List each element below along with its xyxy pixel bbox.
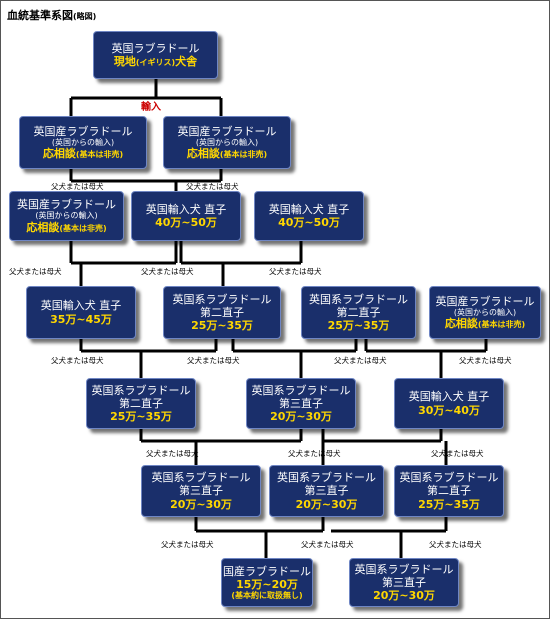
node-origin-kennel: 英国ラブラドール 現地(イギリス)犬舎	[93, 31, 218, 79]
node-gen3-a: 英国系ラブラドール 第三直子 20万~30万	[246, 378, 356, 429]
node-gen2-b-price: 25万~35万	[327, 319, 390, 333]
node-uk-bred-1-sub: (英国からの輸入)	[51, 137, 115, 147]
node-origin-line2: 現地(イギリス)犬舎	[114, 55, 197, 68]
edge-label: 父犬または母犬	[186, 182, 239, 191]
node-uk-bred-4-sub: (英国からの輸入)	[453, 307, 517, 317]
node-import-direct-3-title: 英国輸入犬 直子	[40, 299, 122, 313]
edge-label: 父犬または母犬	[51, 182, 104, 191]
node-uk-bred-2-title: 英国産ラブラドール	[177, 124, 277, 138]
edge-label: 父犬または母犬	[269, 267, 322, 276]
node-gen3-d: 英国系ラブラドール 第三直子 20万~30万	[349, 558, 459, 607]
node-uk-bred-2-price-note: (基本は非売)	[219, 150, 268, 160]
node-gen2-c-generation: 第二直子	[119, 396, 163, 410]
diagram-title: 血統基準系図(略図)	[7, 7, 96, 23]
node-uk-bred-4-price: 応相談(基本は非売)	[445, 317, 525, 330]
edge-label: 父犬または母犬	[334, 356, 387, 365]
node-uk-bred-3-price: 応相談(基本は非売)	[26, 221, 106, 234]
node-uk-bred-2: 英国産ラブラドール (英国からの輸入) 応相談(基本は非売)	[163, 116, 291, 169]
node-domestic-note: (基本約に取扱無し)	[231, 590, 303, 600]
node-origin-line2b: (イギリス)	[135, 58, 176, 67]
edge-label: 父犬または母犬	[187, 356, 240, 365]
node-gen3-c-price: 20万~30万	[295, 497, 358, 511]
title-text: 血統基準系図	[7, 9, 73, 22]
node-uk-bred-1: 英国産ラブラドール (英国からの輸入) 応相談(基本は非売)	[19, 116, 147, 169]
node-import-direct-2-price: 40万~50万	[278, 216, 340, 229]
node-uk-bred-3-title: 英国産ラブラドール	[17, 198, 116, 212]
node-gen3-d-price: 20万~30万	[373, 589, 435, 603]
node-domestic-title: 国産ラブラドール	[223, 564, 311, 578]
node-uk-bred-2-price-text: 応相談	[186, 147, 220, 161]
node-uk-bred-1-title: 英国産ラブラドール	[33, 124, 133, 138]
edge-label: 父犬または母犬	[459, 356, 512, 365]
node-uk-bred-3: 英国産ラブラドール (英国からの輸入) 応相談(基本は非売)	[9, 191, 124, 241]
node-import-direct-4-title: 英国輸入犬 直子	[408, 390, 490, 404]
node-uk-bred-3-sub: (英国からの輸入)	[35, 211, 98, 221]
node-uk-bred-4-price-text: 応相談	[444, 317, 478, 331]
node-import-direct-3: 英国輸入犬 直子 35万~45万	[26, 286, 136, 339]
node-import-direct-2: 英国輸入犬 直子 40万~50万	[254, 191, 364, 241]
node-import-direct-2-title: 英国輸入犬 直子	[268, 202, 350, 216]
node-import-direct-3-price: 35万~45万	[50, 312, 112, 326]
node-uk-bred-2-sub: (英国からの輸入)	[195, 137, 259, 147]
node-uk-bred-1-price-text: 応相談	[42, 147, 76, 161]
node-origin-line1: 英国ラブラドール	[111, 41, 200, 55]
title-note: (略図)	[73, 12, 97, 21]
node-origin-line2c: 犬舎	[175, 55, 198, 68]
edge-label: 父犬または母犬	[146, 449, 199, 458]
edge-label: 父犬または母犬	[431, 449, 484, 458]
node-import-direct-1: 英国輸入犬 直子 40万~50万	[131, 191, 241, 241]
node-gen3-b-generation: 第三直子	[179, 484, 223, 498]
node-gen2-a-price: 25万~35万	[191, 319, 253, 333]
node-gen2-c: 英国系ラブラドール 第二直子 25万~35万	[86, 378, 196, 429]
node-gen2-b-title: 英国系ラブラドール	[309, 292, 408, 306]
node-uk-bred-3-price-text: 応相談	[26, 220, 60, 234]
node-import-direct-1-price: 40万~50万	[155, 216, 217, 229]
node-gen2-c-title: 英国系ラブラドール	[91, 383, 191, 397]
node-gen2-d-generation: 第二直子	[427, 484, 471, 498]
node-gen2-a-generation: 第二直子	[200, 305, 244, 319]
node-uk-bred-1-price: 応相談(基本は非売)	[43, 147, 123, 160]
node-import-direct-1-title: 英国輸入犬 直子	[145, 202, 227, 216]
node-gen3-d-generation: 第三直子	[382, 575, 426, 589]
import-label: 輸入	[141, 102, 161, 113]
edge-label: 父犬または母犬	[161, 540, 214, 549]
node-gen3-c-generation: 第三直子	[304, 484, 349, 498]
edge-label: 父犬または母犬	[288, 449, 341, 458]
edge-label: 父犬または母犬	[429, 540, 482, 549]
node-gen2-b-generation: 第二直子	[336, 305, 381, 319]
node-gen2-b: 英国系ラブラドール 第二直子 25万~35万	[301, 286, 416, 339]
node-gen3-a-price: 20万~30万	[270, 410, 332, 424]
node-import-direct-4: 英国輸入犬 直子 30万~40万	[394, 378, 504, 429]
node-gen3-a-title: 英国系ラブラドール	[251, 383, 351, 397]
node-gen2-a: 英国系ラブラドール 第二直子 25万~35万	[163, 286, 281, 339]
node-domestic-price: 15万~20万	[236, 577, 298, 591]
edge-label: 父犬または母犬	[9, 267, 62, 276]
node-gen3-c-title: 英国系ラブラドール	[277, 471, 376, 485]
node-gen3-d-title: 英国系ラブラドール	[354, 562, 454, 576]
node-gen3-b-title: 英国系ラブラドール	[151, 471, 251, 485]
node-uk-bred-4-title: 英国産ラブラドール	[435, 294, 535, 308]
node-gen3-b-price: 20万~30万	[170, 497, 232, 511]
node-gen3-b: 英国系ラブラドール 第三直子 20万~30万	[141, 465, 261, 517]
edge-label: 父犬または母犬	[51, 356, 104, 365]
node-gen3-c: 英国系ラブラドール 第三直子 20万~30万	[269, 465, 384, 517]
node-domestic: 国産ラブラドール 15万~20万 (基本約に取扱無し)	[221, 558, 313, 607]
node-gen2-d-price: 25万~35万	[418, 497, 480, 511]
node-uk-bred-4: 英国産ラブラドール (英国からの輸入) 応相談(基本は非売)	[429, 286, 541, 339]
edge-label: 父犬または母犬	[141, 267, 194, 276]
node-uk-bred-4-price-note: (基本は非売)	[477, 320, 526, 330]
node-uk-bred-3-price-note: (基本は非売)	[59, 223, 107, 233]
node-origin-line2a: 現地	[113, 55, 136, 68]
node-gen2-a-title: 英国系ラブラドール	[172, 292, 272, 306]
node-gen2-d: 英国系ラブラドール 第二直子 25万~35万	[394, 465, 504, 517]
node-uk-bred-1-price-note: (基本は非売)	[75, 150, 124, 160]
node-gen3-a-generation: 第三直子	[279, 396, 323, 410]
edge-label: 父犬または母犬	[301, 540, 354, 549]
node-uk-bred-2-price: 応相談(基本は非売)	[187, 147, 267, 160]
node-gen2-d-title: 英国系ラブラドール	[399, 471, 499, 485]
node-gen2-c-price: 25万~35万	[110, 410, 172, 424]
node-import-direct-4-price: 30万~40万	[418, 403, 480, 417]
